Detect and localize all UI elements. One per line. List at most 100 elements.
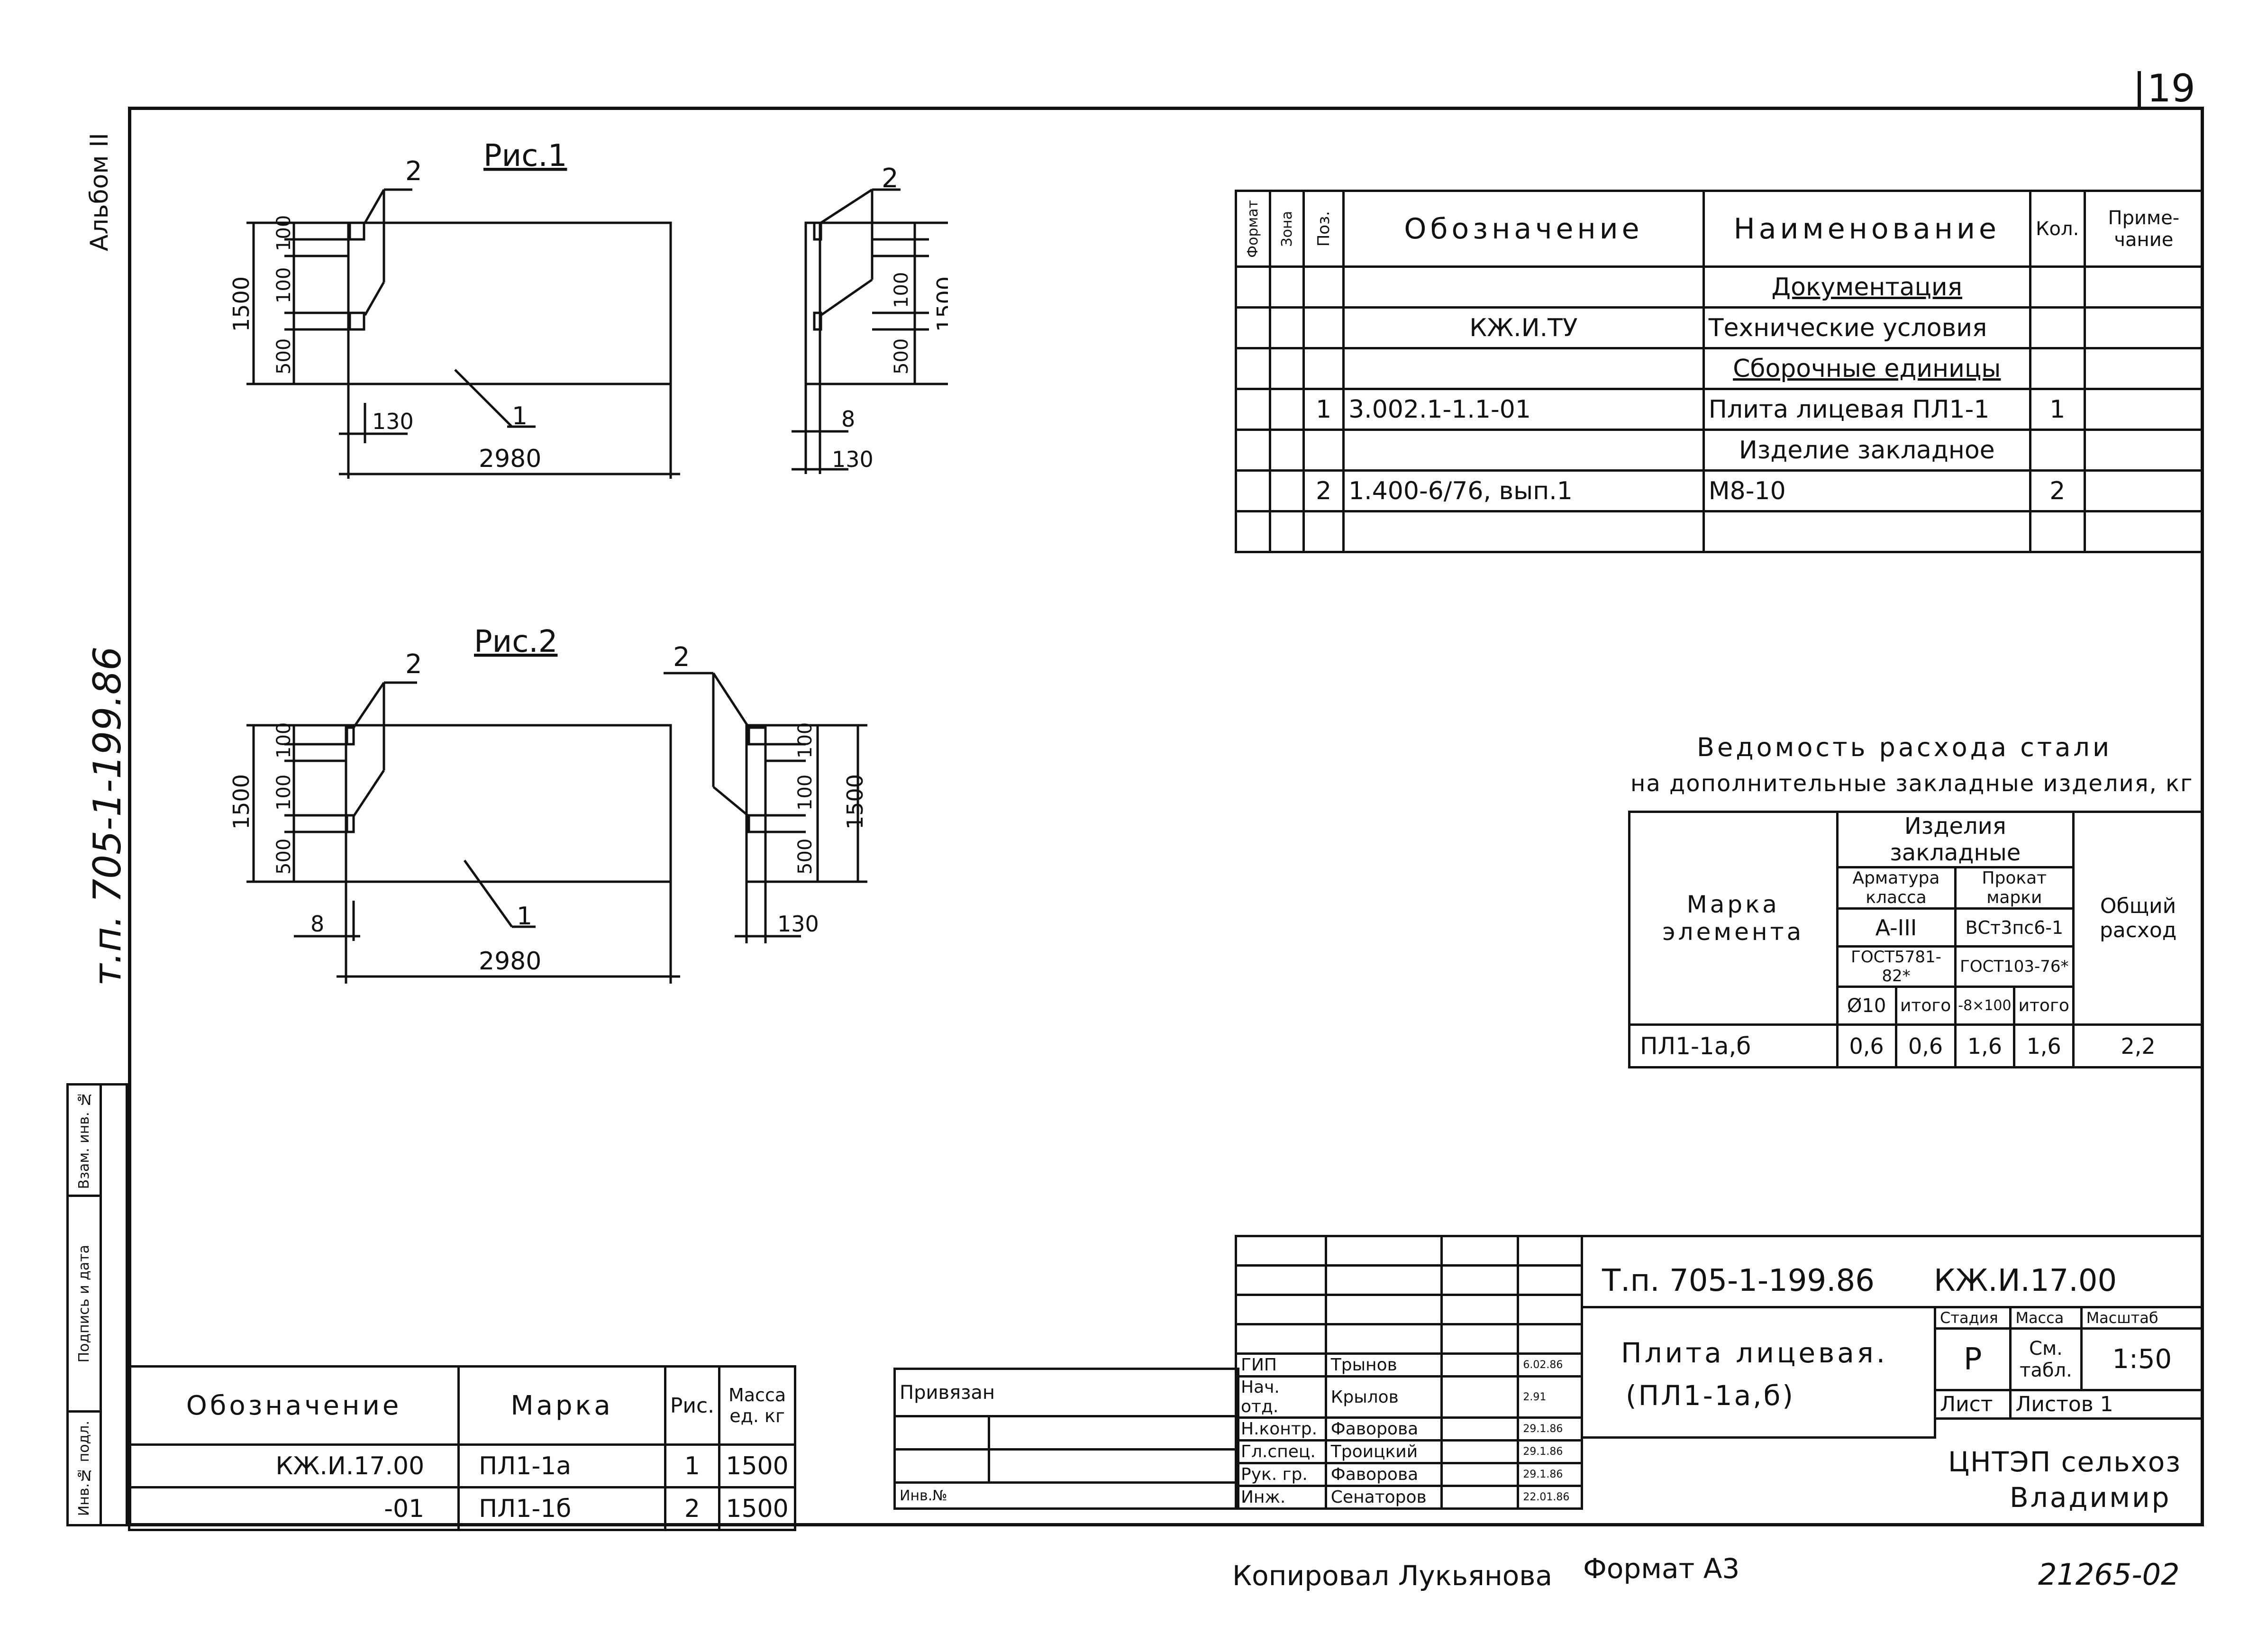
fig1-callout-part: 2 bbox=[405, 156, 422, 187]
fig1-dim-130b: 130 bbox=[832, 447, 874, 472]
fig2-side-dim-500: 500 bbox=[794, 839, 816, 875]
staff-name: Сенаторов bbox=[1324, 1485, 1443, 1510]
stamp-replaced-inv: Взам. инв. № bbox=[76, 1091, 92, 1189]
spec-pos: 1 bbox=[1302, 388, 1345, 431]
steel-title-2: на дополнительные закладные изделия, кг bbox=[1630, 770, 2194, 797]
steel-rebar-class: A-III bbox=[1836, 907, 1957, 948]
staff-role: ГИП bbox=[1235, 1352, 1327, 1378]
marks-designation: -01 bbox=[127, 1486, 460, 1531]
stamp-signature-date: Подпись и дата bbox=[76, 1244, 92, 1363]
spec-name: Сборочные единицы bbox=[1702, 347, 2031, 390]
marks-mark: ПЛ1-1а bbox=[457, 1443, 666, 1488]
steel-total: 2,2 bbox=[2072, 1023, 2204, 1068]
fig2-callout-part: 2 bbox=[405, 649, 422, 680]
spec-designation: КЖ.И.ТУ bbox=[1342, 306, 1705, 349]
fig2-dim-100a: 100 bbox=[273, 722, 295, 758]
footer-number: 21265-02 bbox=[2038, 1557, 2180, 1592]
fig2-dim-height: 1500 bbox=[228, 774, 254, 830]
binding-block: Привязан Инв.№ bbox=[893, 1368, 1240, 1510]
spec-h-name: Наименование bbox=[1702, 190, 2031, 268]
staff-date: 22.01.86 bbox=[1517, 1485, 1583, 1510]
staff-role: Н.контр. bbox=[1235, 1416, 1327, 1442]
staff-name: Троицкий bbox=[1324, 1439, 1443, 1464]
spec-h-format: Формат bbox=[1244, 200, 1261, 258]
steel-sub-total2: итого bbox=[2013, 986, 2075, 1026]
spec-designation: 3.002.1-1.1-01 bbox=[1342, 388, 1705, 431]
fig1-dim-length: 2980 bbox=[479, 445, 541, 473]
staff-role: Гл.спец. bbox=[1235, 1439, 1327, 1464]
fig2-dim-8: 8 bbox=[310, 911, 324, 937]
specification-table: Формат Зона Поз. Обозначение Наименовани… bbox=[1235, 190, 2204, 553]
org-name-2: Владимир bbox=[2010, 1481, 2171, 1514]
staff-date: 29.1.86 bbox=[1517, 1439, 1583, 1464]
marks-h-designation: Обозначение bbox=[127, 1365, 460, 1446]
fig2-title: Рис.2 bbox=[474, 624, 557, 659]
fig2-side-dim-height: 1500 bbox=[842, 774, 868, 830]
steel-row-mark: ПЛ1-1а,б bbox=[1628, 1023, 1839, 1068]
steel-sub-total1: итого bbox=[1894, 986, 1957, 1026]
page-number: 19 bbox=[2147, 66, 2195, 110]
spec-name: Технические условия bbox=[1702, 306, 2031, 349]
steel-rebar-gost: ГОСТ5781-82* bbox=[1836, 945, 1957, 988]
marks-fig: 2 bbox=[664, 1486, 721, 1531]
spec-pos bbox=[1302, 347, 1345, 390]
fig1-plate bbox=[347, 221, 672, 385]
spec-row bbox=[1235, 510, 2204, 553]
steel-title-1: Ведомость расхода стали bbox=[1697, 732, 2112, 762]
spec-qty bbox=[2029, 429, 2086, 472]
fig1-side-dim-100: 100 bbox=[891, 272, 912, 308]
fig1-dim-500: 500 bbox=[273, 338, 295, 374]
spec-h-zone: Зона bbox=[1278, 210, 1295, 247]
fig1-dim-130: 130 bbox=[372, 409, 414, 434]
marks-mass: 1500 bbox=[718, 1486, 796, 1531]
spec-row: Документация bbox=[1235, 265, 2204, 309]
fig2-dim-length: 2980 bbox=[479, 947, 541, 976]
marks-mark: ПЛ1-1б bbox=[457, 1486, 666, 1531]
staff-role: Инж. bbox=[1235, 1485, 1327, 1510]
fig2-side-callout-part: 2 bbox=[673, 642, 690, 673]
fig2-side-dim-100a: 100 bbox=[794, 722, 816, 758]
org-name-1: ЦНТЭП сельхоз bbox=[1948, 1446, 2182, 1478]
spec-h-pos: Поз. bbox=[1314, 210, 1333, 247]
staff-name: Фаворова bbox=[1324, 1416, 1443, 1442]
footer-copied: Копировал Лукьянова bbox=[1232, 1560, 1552, 1592]
scale-h: Масштаб bbox=[2080, 1306, 2204, 1330]
title-name-1: Плита лицевая. bbox=[1621, 1337, 1888, 1369]
spec-pos bbox=[1302, 306, 1345, 349]
steel-val: 1,6 bbox=[2013, 1023, 2075, 1068]
staff-row: Гл.спец.Троицкий 29.1.86 bbox=[1235, 1439, 1583, 1464]
marks-h-mark: Марка bbox=[457, 1365, 666, 1446]
steel-h-total: Общий расход bbox=[2072, 811, 2204, 1026]
stage-h: Стадия bbox=[1933, 1306, 2012, 1330]
staff-name: Крылов bbox=[1324, 1375, 1443, 1419]
title-doc-code: КЖ.И.17.00 bbox=[1934, 1263, 2117, 1298]
staff-row: Инж.Сенаторов 22.01.86 bbox=[1235, 1485, 1583, 1510]
marks-fig: 1 bbox=[664, 1443, 721, 1488]
title-project: Т.п. 705-1-199.86 bbox=[1602, 1263, 1875, 1298]
steel-rolled-gost: ГОСТ103-76* bbox=[1954, 945, 2075, 988]
staff-name: Фаворова bbox=[1324, 1462, 1443, 1487]
spec-row: Изделие закладное bbox=[1235, 429, 2204, 472]
steel-h-rebar: Арматура класса bbox=[1836, 866, 1957, 910]
fig2-plate bbox=[345, 724, 672, 883]
marks-mass: 1500 bbox=[718, 1443, 796, 1488]
title-name-2: (ПЛ1-1а,б) bbox=[1626, 1379, 1795, 1412]
spec-pos bbox=[1302, 429, 1345, 472]
staff-date: 2.91 bbox=[1517, 1375, 1583, 1419]
spec-pos: 2 bbox=[1302, 469, 1345, 512]
stamp-inv-original: Инв.№ подл. bbox=[76, 1420, 92, 1516]
mass-value: См. табл. bbox=[2009, 1327, 2083, 1391]
spec-h-qty: Кол. bbox=[2029, 190, 2086, 268]
binding-inv: Инв.№ bbox=[893, 1481, 1239, 1510]
steel-rolled-grade: ВСт3пс6-1 bbox=[1954, 907, 2075, 948]
fig2-side-dim-100b: 100 bbox=[794, 775, 816, 811]
spec-name: М8-10 bbox=[1702, 469, 2031, 512]
sheet-label: Лист bbox=[1933, 1389, 2012, 1420]
